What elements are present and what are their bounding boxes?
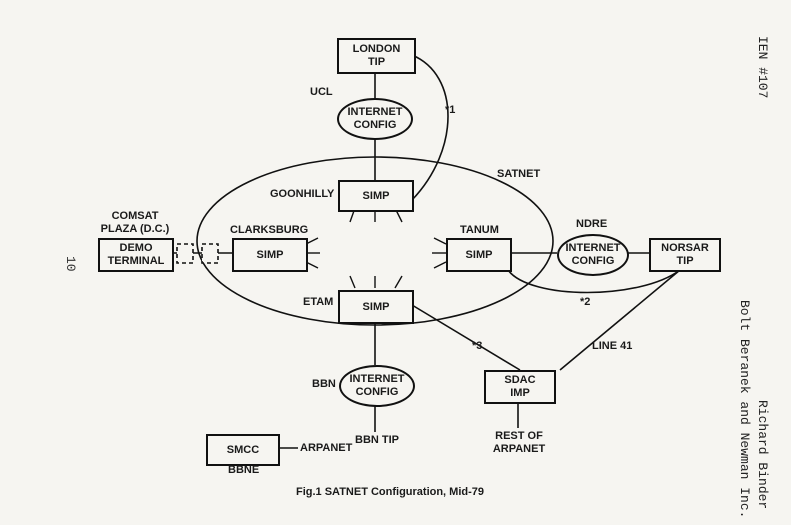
comsat-line: PLAZA (D.C.)	[100, 223, 170, 235]
demo-terminal-box: DEMO TERMINAL	[98, 238, 174, 272]
node-line: INTERNET	[349, 373, 405, 385]
goonhilly-label: GOONHILLY	[270, 188, 335, 200]
rest-line: REST OF	[495, 430, 543, 442]
node-line: SIMP	[362, 300, 390, 313]
node-line: LONDON	[352, 43, 401, 55]
ucl-label: UCL	[310, 86, 333, 98]
page-number: 10	[63, 256, 78, 272]
tanum-label: TANUM	[460, 224, 499, 236]
node-line: NORSAR	[661, 242, 709, 254]
satnet-label: SATNET	[497, 168, 541, 180]
node-line: CONFIG	[571, 255, 615, 267]
london-tip-box: LONDON TIP	[337, 38, 416, 74]
node-line: TERMINAL	[107, 255, 165, 267]
node-line: CONFIG	[355, 386, 399, 398]
comsat-label: COMSAT PLAZA (D.C.)	[92, 210, 178, 236]
clarksburg-label: CLARKSBURG	[230, 224, 309, 236]
antenna-tick	[305, 261, 319, 269]
antenna-tick	[433, 237, 447, 245]
bbn-tip-label: BBN TIP	[355, 434, 399, 446]
arpanet-label: ARPANET	[300, 442, 353, 454]
tanum-simp: SIMP	[446, 238, 512, 272]
bbn-label: BBN	[312, 378, 336, 390]
comsat-line: COMSAT	[111, 210, 159, 222]
note-1-label: *1	[445, 104, 456, 116]
author-line-1: Richard Binder	[755, 400, 770, 510]
norsar-tip-box: NORSAR TIP	[649, 238, 721, 272]
note-2-label: *2	[580, 296, 591, 308]
antenna-tick	[305, 237, 319, 245]
bbn-internet-config: INTERNET CONFIG	[339, 365, 415, 407]
sdac-imp-box: SDAC IMP	[484, 370, 556, 404]
link-norsar-sdac	[559, 269, 681, 371]
goonhilly-simp: SIMP	[338, 180, 414, 212]
header-id: IEN #107	[755, 36, 770, 99]
link-london-goonhilly-curve	[411, 54, 449, 201]
dashed-link-box-1	[176, 243, 194, 264]
antenna-tick	[349, 275, 356, 289]
node-line: CONFIG	[353, 119, 397, 131]
bbne-label: BBNE	[228, 464, 260, 476]
node-line: SMCC	[226, 443, 260, 456]
rest-line: ARPANET	[492, 443, 546, 455]
node-line: TIP	[676, 255, 694, 267]
node-line: INTERNET	[565, 242, 621, 254]
antenna-tick	[433, 261, 447, 269]
etam-simp: SIMP	[338, 290, 414, 324]
ucl-internet-config: INTERNET CONFIG	[337, 98, 413, 140]
node-line: TIP	[367, 56, 386, 68]
ndre-internet-config: INTERNET CONFIG	[557, 234, 629, 276]
clarksburg-simp: SIMP	[232, 238, 308, 272]
node-line: SIMP	[465, 248, 493, 261]
node-line: DEMO	[119, 242, 153, 254]
line-41-label: LINE 41	[592, 340, 633, 352]
node-line: SIMP	[256, 248, 284, 261]
figure-caption: Fig.1 SATNET Configuration, Mid-79	[296, 486, 485, 498]
node-line: IMP	[510, 387, 530, 399]
rest-of-arpanet-label: REST OF ARPANET	[488, 430, 550, 456]
node-line: SDAC	[504, 374, 536, 386]
node-line: INTERNET	[347, 106, 403, 118]
note-3-label: *3	[472, 340, 483, 352]
dashed-link-box-2	[201, 243, 219, 264]
node-line: SIMP	[362, 189, 390, 202]
smcc-box: SMCC	[206, 434, 280, 466]
link-tanum-norsar-curve	[507, 269, 681, 294]
ndre-label: NDRE	[576, 218, 608, 230]
antenna-tick	[394, 275, 403, 289]
etam-label: ETAM	[303, 296, 334, 308]
link-etam-sdac	[411, 304, 521, 371]
author-line-2: Bolt Beranek and Newman Inc.	[737, 300, 752, 519]
